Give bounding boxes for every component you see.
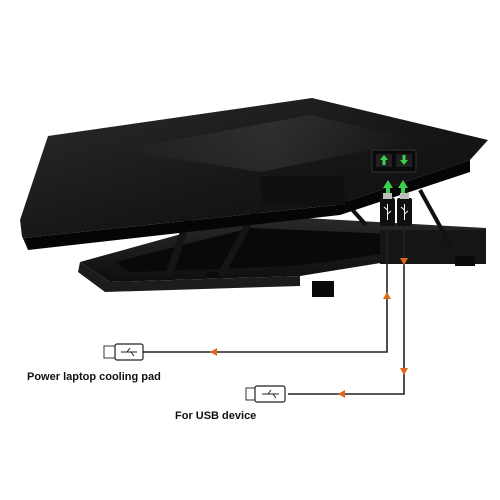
support-stand (218, 210, 258, 276)
pad-top-edge (24, 160, 470, 250)
caption-power-cooling-pad: Power laptop cooling pad (27, 371, 161, 383)
arrow-icon (383, 180, 393, 194)
arrow-icon (383, 292, 391, 299)
cables (140, 226, 405, 395)
usb-plugs (380, 180, 412, 226)
pad-foot (455, 256, 475, 266)
led-arrow-icon (400, 155, 408, 165)
arrow-icon (398, 180, 408, 194)
pad-foot (312, 281, 334, 297)
caption-usb-device: For USB device (175, 410, 257, 422)
usb-port-panel (371, 149, 417, 173)
usb-device-cable (288, 226, 405, 395)
arrow-icon (210, 348, 217, 356)
usb-symbol-icon (262, 389, 279, 399)
pad-top-shine (120, 115, 420, 172)
pad-foot (207, 272, 219, 278)
power-cable (140, 226, 388, 353)
cooling-pad (20, 98, 488, 297)
direction-arrows (210, 258, 408, 398)
support-rod (418, 189, 454, 249)
arrow-icon (338, 390, 345, 398)
led-arrow-icon (380, 155, 388, 165)
pad-underside (260, 176, 345, 205)
usb-symbol-icon (400, 204, 409, 220)
pad-base-side (78, 262, 300, 292)
pad-base-inner (115, 228, 440, 272)
usb-symbol-icon (383, 204, 392, 220)
usb-symbol-icon (121, 347, 137, 357)
power-usb-plug (103, 343, 144, 361)
arrow-icon (400, 368, 408, 375)
device-usb-plug (245, 385, 286, 403)
arrow-icon (400, 258, 408, 265)
